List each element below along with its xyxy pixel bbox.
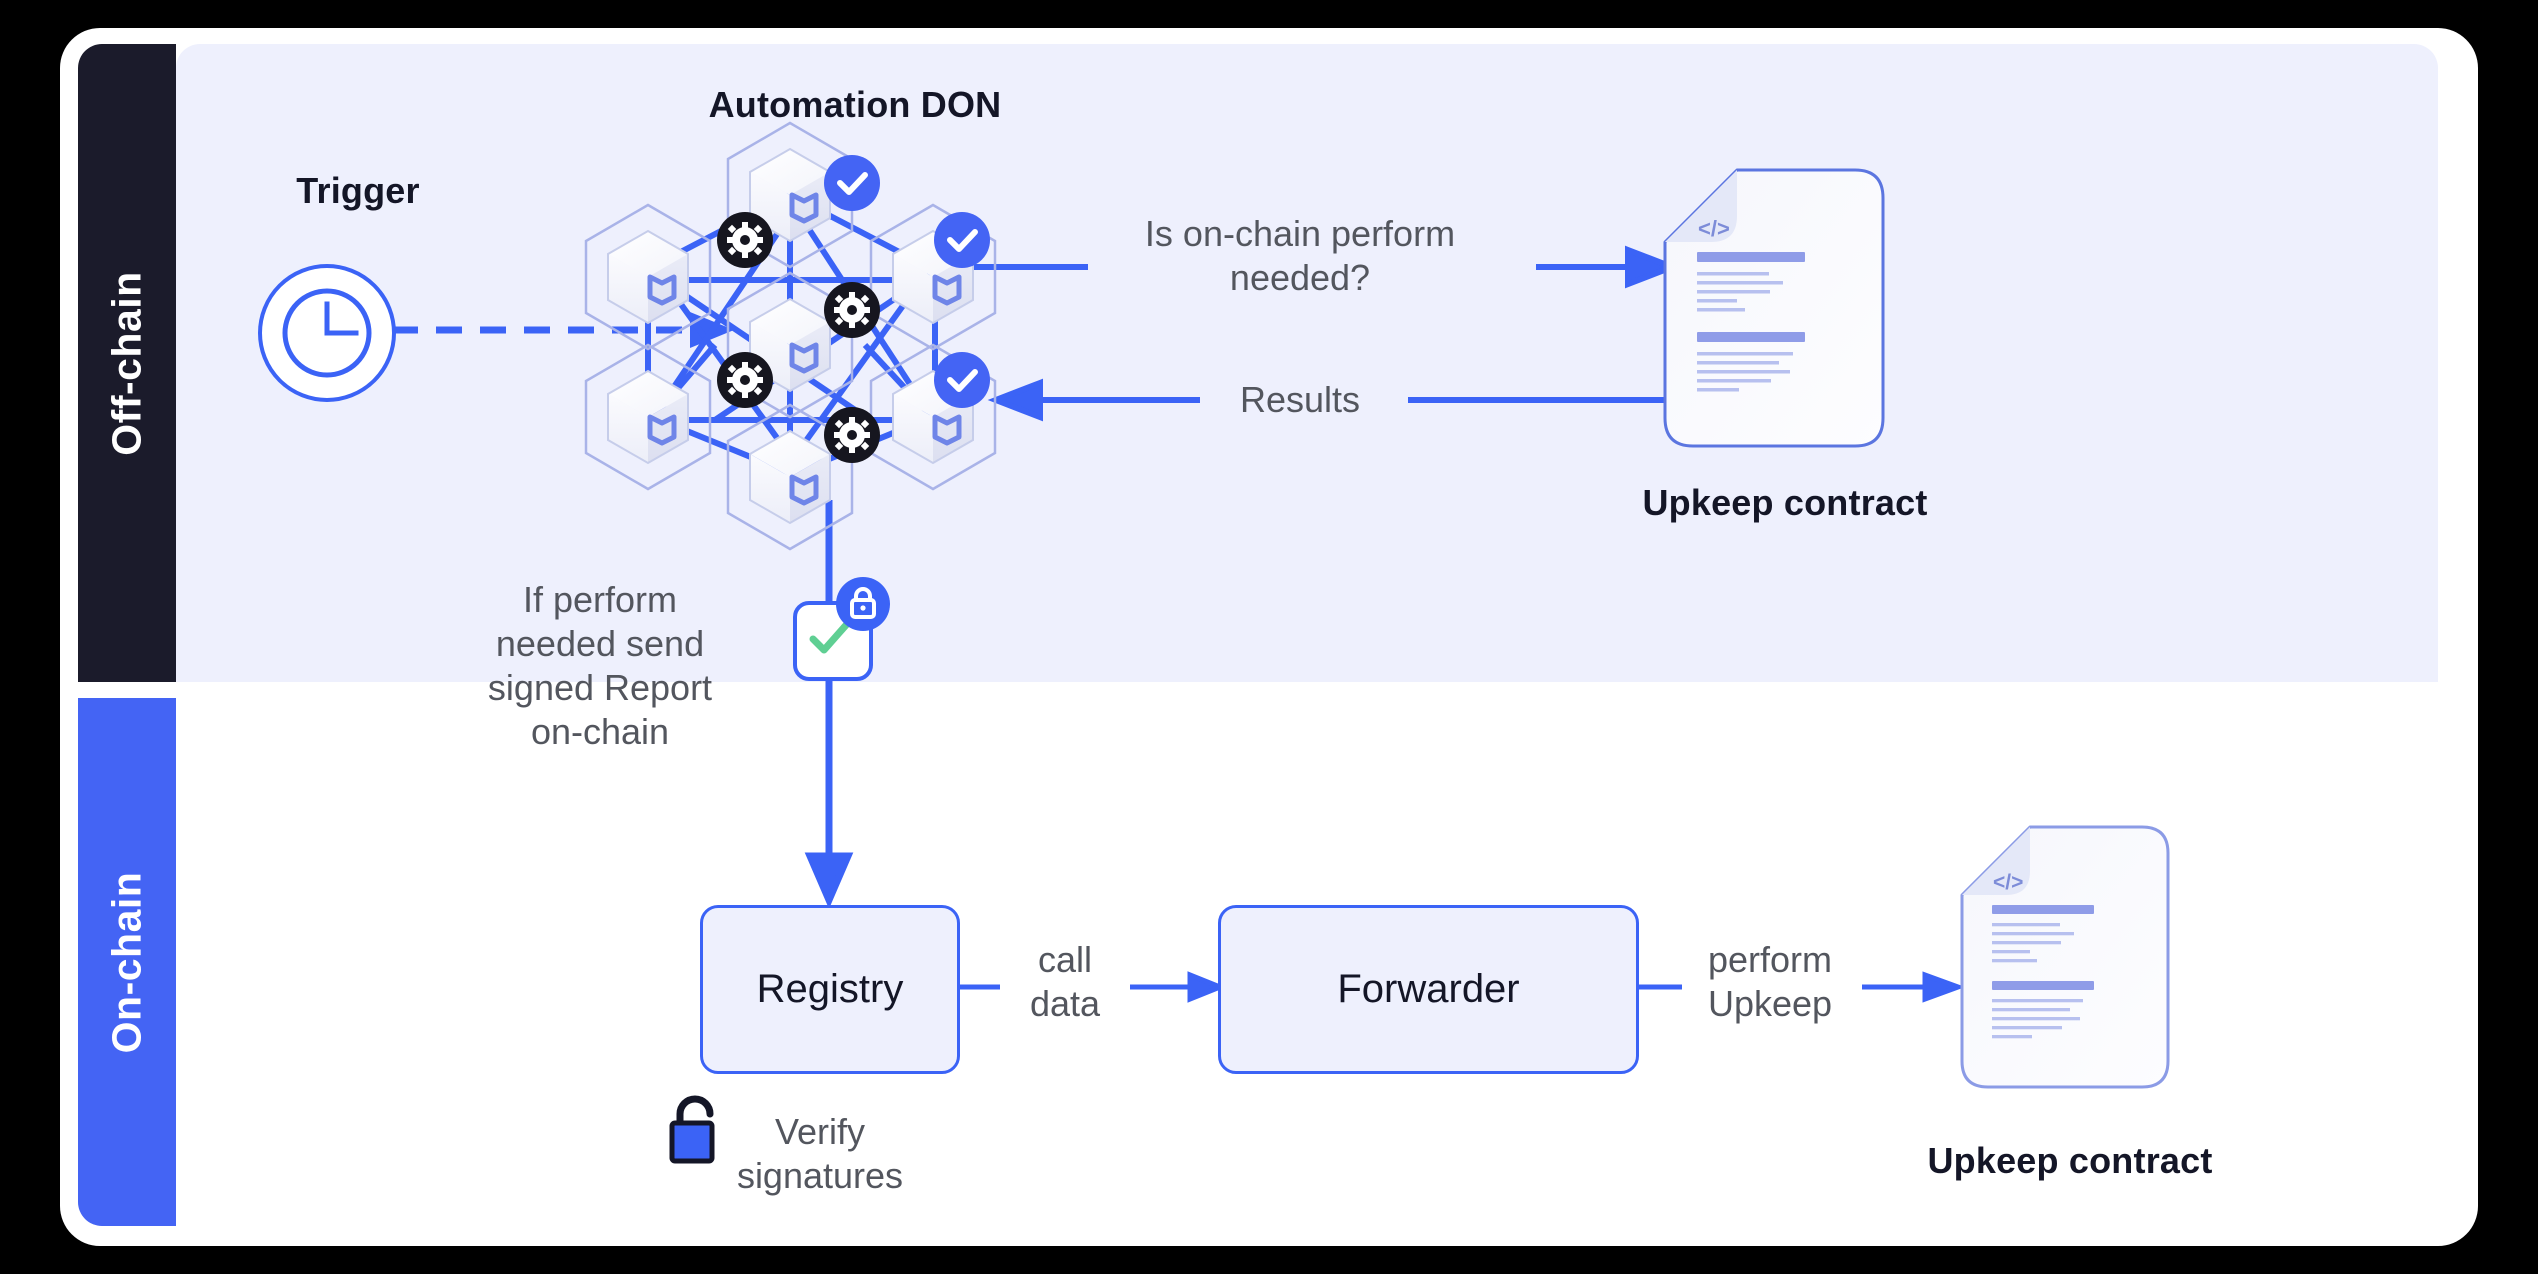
lane-strip-onchain: On-chain — [78, 698, 176, 1226]
edge-label-results: Results — [1239, 379, 1361, 420]
edge-label-perform-query: Is on-chain perform needed? — [1144, 213, 1456, 298]
trigger-clock-icon — [258, 264, 396, 402]
lane-label-offchain: Off-chain — [103, 270, 150, 456]
upkeep-contract-bottom-label: Upkeep contract — [1927, 1140, 2213, 1181]
signed-report-lock-icon — [836, 577, 890, 631]
automation-don-title: Automation DON — [708, 84, 1002, 125]
edge-label-verify-signatures: Verify signatures — [736, 1111, 904, 1196]
forwarder-box[interactable]: Forwarder — [1218, 905, 1639, 1074]
lane-strip-offchain: Off-chain — [78, 44, 176, 682]
forwarder-label: Forwarder — [1337, 967, 1520, 1011]
edge-label-call-data: call data — [1029, 939, 1101, 1024]
upkeep-contract-top-label: Upkeep contract — [1642, 482, 1928, 523]
lane-label-onchain: On-chain — [103, 871, 150, 1053]
registry-label: Registry — [756, 967, 904, 1011]
registry-box[interactable]: Registry — [700, 905, 960, 1074]
edge-label-if-perform-needed: If perform needed send signed Report on-… — [487, 579, 713, 752]
trigger-label: Trigger — [296, 170, 420, 211]
edge-label-perform-upkeep: perform Upkeep — [1707, 939, 1833, 1024]
offchain-lane-background — [176, 44, 2438, 682]
